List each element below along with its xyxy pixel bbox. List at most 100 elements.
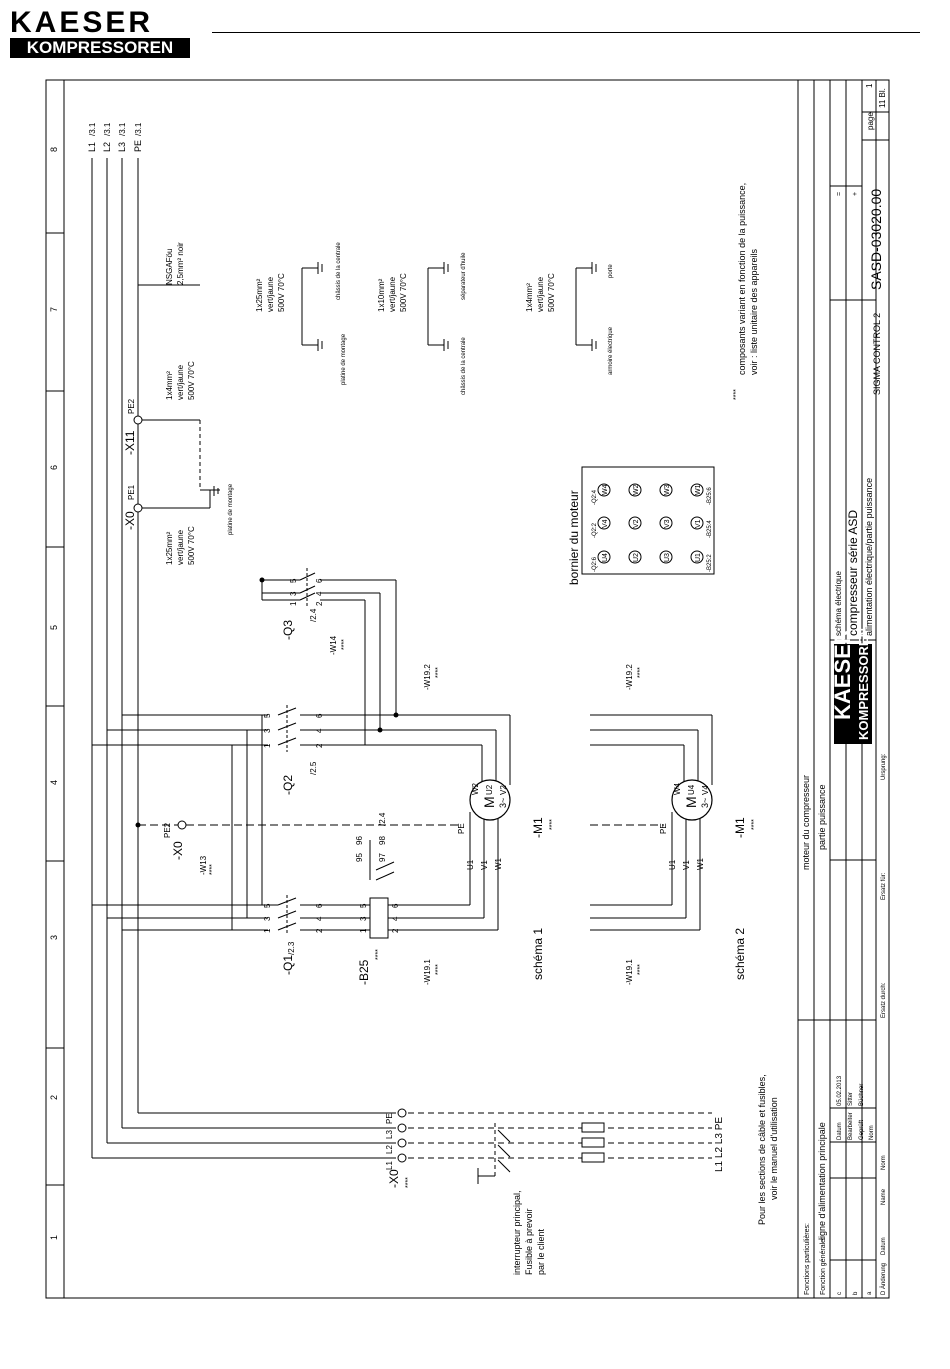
tb-eq: = xyxy=(836,192,843,196)
m1-name-schema1: -M1 xyxy=(531,817,545,838)
tb-docnum: SASD-03020.00 xyxy=(868,189,884,290)
tb-u1: U1 xyxy=(695,553,702,562)
tb-v1: V1 xyxy=(695,519,702,528)
x0-pin: PE1 xyxy=(127,484,136,500)
x11-pin: PE2 xyxy=(127,398,136,414)
tb-v4: V4 xyxy=(602,519,609,528)
fuse-l3 xyxy=(581,1122,605,1133)
q2-pin-1: 1 xyxy=(263,743,272,748)
b25-pin-3: 3 xyxy=(359,916,368,921)
x0-pin-l1: L1 xyxy=(385,1161,394,1170)
x0-mid-name: -X0 xyxy=(171,841,185,860)
tb-logo-top: KAESER xyxy=(830,628,855,720)
w14-stars: **** xyxy=(341,639,348,650)
motor-m1-schema1 xyxy=(469,779,511,821)
earth1-cable-2: vert/jaune xyxy=(266,276,275,312)
q1-pin-5: 5 xyxy=(263,903,272,908)
x0-terminal-l2 xyxy=(397,1138,407,1148)
w19-2-stars-schema2: **** xyxy=(637,667,644,678)
tb-rev-col-datum: Datum xyxy=(881,1237,887,1255)
schema2-label: schéma 2 xyxy=(733,928,747,980)
m2-pin-v1: V1 xyxy=(682,860,691,870)
q1-pin-6: 6 xyxy=(315,903,324,908)
bus-ref-l3: /3.1 xyxy=(118,122,127,136)
bus-label-l1: L1 xyxy=(87,142,97,152)
q2-pin-4: 4 xyxy=(315,728,324,733)
q3-pin-2: 2 xyxy=(315,601,324,606)
q2-name: -Q2 xyxy=(281,775,295,795)
tb-ref-q2-2: -Q2:2 xyxy=(592,522,598,538)
x0-supply-stars: **** xyxy=(405,1177,412,1188)
q2-ref: /2.5 xyxy=(309,761,318,775)
tb-function-top: moteur du compresseur xyxy=(801,775,811,870)
x11-cable-3: 500V 70°C xyxy=(187,361,196,400)
m1-pin-v1: V1 xyxy=(480,860,489,870)
motor-m1-schema2 xyxy=(671,779,713,821)
logo-bottom: KOMPRESSOREN xyxy=(10,38,190,58)
col-4: 4 xyxy=(49,780,59,785)
tb-ref-b25-4: -B25:4 xyxy=(707,520,713,538)
variant-note-2: voir : liste unitaire des appareils xyxy=(749,248,759,375)
q2-pin-6: 6 xyxy=(315,713,324,718)
b25-overload-relay xyxy=(369,897,389,939)
q2-pin-2: 2 xyxy=(315,743,324,748)
tb-u4: U4 xyxy=(602,553,609,562)
x0-terminal-l3 xyxy=(397,1123,407,1133)
nsg-cable-2: 2,5mm² noir xyxy=(176,242,185,285)
m1-pin-u1: U1 xyxy=(466,859,475,870)
tb-ref-b25-6: -B25:6 xyxy=(707,487,713,505)
tb-value-date: 05.02.2013 xyxy=(837,1075,843,1106)
col-2: 2 xyxy=(49,1095,59,1100)
x0-pin-pe: PE xyxy=(385,1113,394,1124)
b25-contact-97: 97 xyxy=(378,853,387,862)
bus-ref-l2: /3.1 xyxy=(103,122,112,136)
tb-control: SIGMA CONTROL 2 xyxy=(872,313,882,395)
b25-pin-2: 2 xyxy=(391,928,400,933)
tb-ref-b25-2: -B25:2 xyxy=(707,554,713,572)
kaeser-logo: KAESER KOMPRESSOREN xyxy=(10,8,190,58)
tb-rev-col-norm: Norm xyxy=(881,1155,887,1170)
tb-w3: W3 xyxy=(664,484,671,495)
earth3-cable-1: 1x4mm² xyxy=(525,283,534,312)
m2-pin-v4: V4 xyxy=(701,785,710,795)
tb-v3: V3 xyxy=(664,519,671,528)
q3-pin-1: 1 xyxy=(289,601,298,606)
b25-contact-96: 96 xyxy=(355,836,364,845)
supply-fuse-labels: L1 L2 L3 PE xyxy=(714,1117,725,1172)
tb-ersatz-durch: Ersatz durch: xyxy=(881,982,887,1018)
x0-pin-l2: L2 xyxy=(385,1145,394,1154)
tb-fonction-generale: Fonction générale: xyxy=(820,1237,827,1295)
q1-ref: /2.3 xyxy=(287,941,296,955)
schema1-label: schéma 1 xyxy=(531,928,545,980)
logo-top: KAESER xyxy=(10,6,154,39)
earth2-to: séparateur d'huile xyxy=(461,252,467,300)
x0-mid-pin: PE2 xyxy=(163,822,172,838)
switch-note-3: par le client xyxy=(536,1228,546,1275)
earth1-from: platine de montage xyxy=(341,333,347,385)
b25-pin-6: 6 xyxy=(391,903,400,908)
tb-rev-b: b xyxy=(853,1291,859,1295)
tb-value-author: Sitter xyxy=(848,1092,854,1106)
tb-ref-q2-6: -Q2:6 xyxy=(592,556,598,572)
tb-value-checker: Büchner xyxy=(859,1084,865,1106)
earth2-cable-2: vert/jaune xyxy=(388,276,397,312)
m1-phase-schema1: 3~ xyxy=(498,798,508,808)
tb-function-bottom: partie puissance xyxy=(817,784,827,850)
x0-terminal-l1 xyxy=(397,1153,407,1163)
w13-label: -W13 xyxy=(199,855,208,875)
bus-ref-l1: /3.1 xyxy=(88,122,97,136)
tb-sheets: 11 Bl. xyxy=(878,88,887,108)
earth1-to: châssis de la centrale xyxy=(336,242,342,300)
earth3-to: porte xyxy=(608,264,614,278)
earth3-cable-2: vert/jaune xyxy=(536,276,545,312)
tb-w2: W2 xyxy=(633,484,640,495)
tb-row-norm: Norm xyxy=(869,1125,875,1140)
terminal-board-title: bornier du moteur xyxy=(567,490,581,585)
col-8: 8 xyxy=(49,147,59,152)
col-3: 3 xyxy=(49,935,59,940)
bus-label-pe: PE xyxy=(133,140,143,152)
q1-pin-1: 1 xyxy=(263,928,272,933)
q3-name: -Q3 xyxy=(281,620,295,640)
m1-stars-schema1: **** xyxy=(549,819,556,830)
